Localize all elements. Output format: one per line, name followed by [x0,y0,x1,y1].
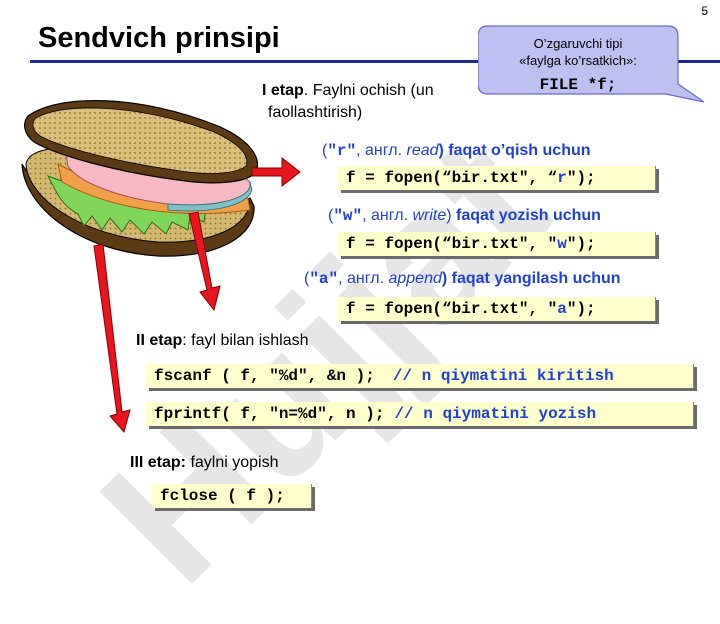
stage1-text: . Faylni ochish (un [303,82,434,99]
code-fclose: fclose ( f ); [152,484,312,508]
mode-r-open: ( [322,142,328,159]
mode-a-open: ( [304,270,310,287]
code-fscanf-text: fscanf ( f, "%d", &n ); [154,367,375,385]
stage1-line1: I etap. Faylni ochish (un [262,82,434,100]
arrow-right-icon [251,156,301,188]
mode-r-eng-word: read [406,142,439,159]
mode-a-label: ("a", англ. append) faqat yangilash uchu… [304,270,621,288]
callout-line-2: «faylga ko’rsatkich»: [519,53,637,68]
code-fopen-a-suffix: "); [566,300,596,318]
mode-r-value: "r" [327,142,357,160]
type-callout: O’zgaruvchi tipi «faylga ko’rsatkich»: F… [478,24,710,106]
code-fopen-r: f = fopen(“bir.txt", “r"); [338,166,656,190]
mode-r-close: ) [438,142,444,159]
code-fprintf-text: fprintf( f, "n=%d", n ); [154,405,385,423]
stage3-heading: III etap: faylni yopish [130,454,279,472]
code-fopen-r-suffix: "); [566,169,596,187]
code-fopen-w-suffix: "); [566,235,596,253]
stage1-line2: faollashtirish) [268,104,363,121]
mode-r-desc: faqat o’qish uchun [443,142,591,159]
page-title: Sendvich prinsipi [38,22,280,54]
stage3-text: faylni yopish [186,454,279,471]
title-rule [30,60,720,63]
mode-r-eng-prefix: , англ. [356,142,407,159]
mode-a-value: "a" [309,270,339,288]
mode-w-eng-prefix: , англ. [362,207,413,224]
code-fscanf-comment: // n qiymatini kiritish [392,367,614,385]
code-fopen-a-prefix: f = fopen(“bir.txt", " [346,300,558,318]
callout-line-1: O’zgaruvchi tipi [533,36,623,51]
stage1-label: I etap [262,82,304,99]
mode-a-eng-word: append [388,270,442,287]
stage2-label: II etap [136,332,183,349]
stage2-text: : fayl bilan ishlash [182,332,309,349]
code-fopen-w-mode: w [557,235,567,253]
arrow-down-long-icon [93,243,131,434]
code-fopen-a: f = fopen(“bir.txt", "a"); [338,297,656,321]
mode-w-label: ("w", англ. write) faqat yozish uchun [328,207,601,225]
code-fopen-r-prefix: f = fopen(“bir.txt", “ [346,169,558,187]
mode-r-label: ("r", англ. read) faqat o’qish uchun [322,142,591,160]
mode-w-open: ( [328,207,334,224]
code-fopen-w-prefix: f = fopen(“bir.txt", " [346,235,558,253]
code-fprintf: fprintf( f, "n=%d", n ); // n qiymatini y… [146,402,694,426]
mode-w-eng-word: write [412,207,447,224]
stage2-heading: II etap: fayl bilan ishlash [136,332,309,350]
stage3-label: III etap: [130,454,187,471]
code-fprintf-comment: // n qiymatini yozish [394,405,597,423]
mode-a-desc: faqat yangilash uchun [447,270,621,287]
code-fopen-r-mode: r [557,169,567,187]
mode-a-close: ) [441,270,448,287]
callout-code: FILE *f; [539,76,617,94]
arrows-layer [93,156,301,434]
arrow-down-short-icon [188,211,221,312]
page-number: 5 [701,4,708,18]
mode-w-desc: faqat yozish uchun [451,207,601,224]
mode-w-close: ) [446,207,452,224]
mode-a-eng-prefix: , англ. [338,270,389,287]
code-fopen-w: f = fopen(“bir.txt", "w"); [338,232,656,256]
code-fopen-a-mode: a [557,300,567,318]
code-fscanf: fscanf ( f, "%d", &n ); // n qiymatini ki… [146,364,694,388]
mode-w-value: "w" [333,207,363,225]
